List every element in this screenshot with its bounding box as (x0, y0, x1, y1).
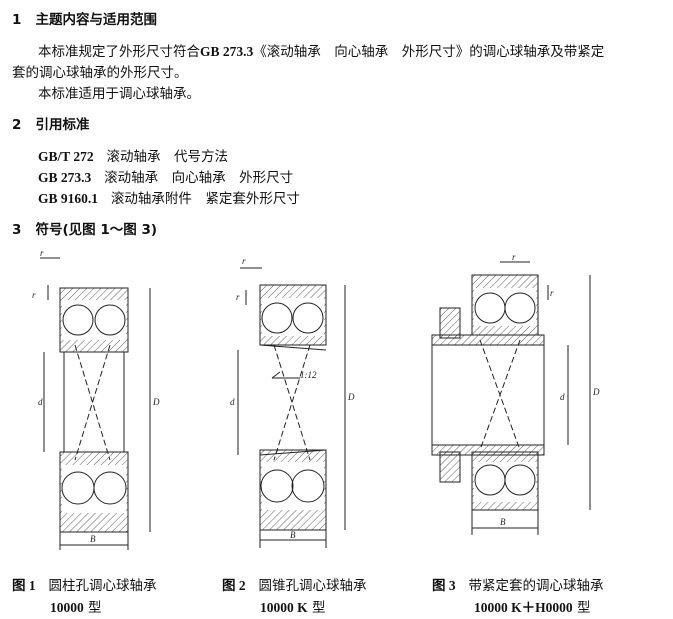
label-r: r (32, 290, 36, 300)
label-r: r (236, 292, 240, 302)
reference-code: GB 273.3 (38, 170, 92, 185)
section-title: 引用标准 (35, 117, 90, 133)
label-d: d (230, 397, 235, 407)
section-number: 1 (12, 12, 22, 28)
section-title: 主题内容与适用范围 (35, 12, 158, 28)
figure-caption-text: 圆锥孔调心球轴承 (258, 578, 367, 594)
label-D: D (592, 387, 600, 397)
label-D: D (347, 392, 355, 402)
type-suffix: 型 (576, 600, 591, 616)
label-r: r (550, 288, 554, 298)
type-code: 10000 (50, 600, 84, 615)
figure-label: 图 3 (432, 578, 456, 593)
label-B: B (90, 534, 96, 544)
label-r: r (40, 248, 44, 258)
label-B: B (500, 517, 506, 527)
label-D: D (152, 397, 160, 407)
type-suffix: 型 (311, 600, 326, 616)
type-code: 10000 K (260, 600, 308, 615)
section-number: 2 (12, 117, 22, 133)
figure-3-drawing: d D B r r (431, 252, 600, 535)
figure-1-drawing: d D B r r (32, 248, 160, 550)
type-code: 10000 K＋H0000 (474, 600, 573, 615)
label-d: d (38, 397, 43, 407)
label-d: d (560, 392, 565, 402)
figure-label: 图 1 (12, 578, 36, 593)
label-r: r (512, 252, 516, 262)
scope-paragraph-1: 本标准规定了外形尺寸符合GB 273.3《滚动轴承 向心轴承 外形尺寸》的调心球… (38, 40, 604, 60)
figure-2-drawing: 1:12 d D B r r (230, 256, 355, 548)
scope-paragraph-2: 本标准适用于调心球轴承。 (38, 86, 200, 102)
label-taper: 1:12 (300, 370, 317, 380)
label-r: r (242, 256, 246, 266)
figure-3-caption: 图 3 带紧定套的调心球轴承 (432, 574, 604, 594)
section-3-heading: 3 符号(见图 1～图 3) (12, 218, 157, 238)
reference-title: 滚动轴承附件 紧定套外形尺寸 (110, 191, 300, 207)
type-suffix: 型 (88, 600, 102, 616)
section-2-heading: 2 引用标准 (12, 113, 90, 133)
standard-code: GB 273.3 (200, 44, 254, 59)
reference-title: 滚动轴承 向心轴承 外形尺寸 (104, 170, 294, 186)
label-B: B (290, 530, 296, 540)
text: 本标准规定了外形尺寸符合 (38, 44, 200, 60)
figure-1-type: 10000 型 (50, 596, 102, 616)
reference-title: 滚动轴承 代号方法 (106, 149, 229, 165)
reference-item: GB/T 272 滚动轴承 代号方法 (38, 145, 228, 165)
section-title: 符号(见图 1～图 3) (35, 222, 158, 238)
figure-label: 图 2 (222, 578, 246, 593)
text: 《滚动轴承 向心轴承 外形尺寸》的调心球轴承及带紧定 (253, 44, 605, 60)
reference-item: GB 9160.1 滚动轴承附件 紧定套外形尺寸 (38, 187, 300, 207)
figure-2-type: 10000 K 型 (260, 596, 325, 616)
figure-caption-text: 带紧定套的调心球轴承 (468, 578, 604, 594)
figure-2-caption: 图 2 圆锥孔调心球轴承 (222, 574, 367, 594)
figure-3-type: 10000 K＋H0000 型 (474, 596, 590, 616)
section-1-heading: 1 主题内容与适用范围 (12, 8, 157, 28)
reference-item: GB 273.3 滚动轴承 向心轴承 外形尺寸 (38, 166, 293, 186)
figure-1-caption: 图 1 圆柱孔调心球轴承 (12, 574, 157, 594)
scope-paragraph-1-cont: 套的调心球轴承的外形尺寸。 (12, 65, 188, 81)
reference-code: GB/T 272 (38, 149, 94, 164)
figure-caption-text: 圆柱孔调心球轴承 (48, 578, 157, 594)
section-number: 3 (12, 222, 22, 238)
reference-code: GB 9160.1 (38, 191, 99, 206)
